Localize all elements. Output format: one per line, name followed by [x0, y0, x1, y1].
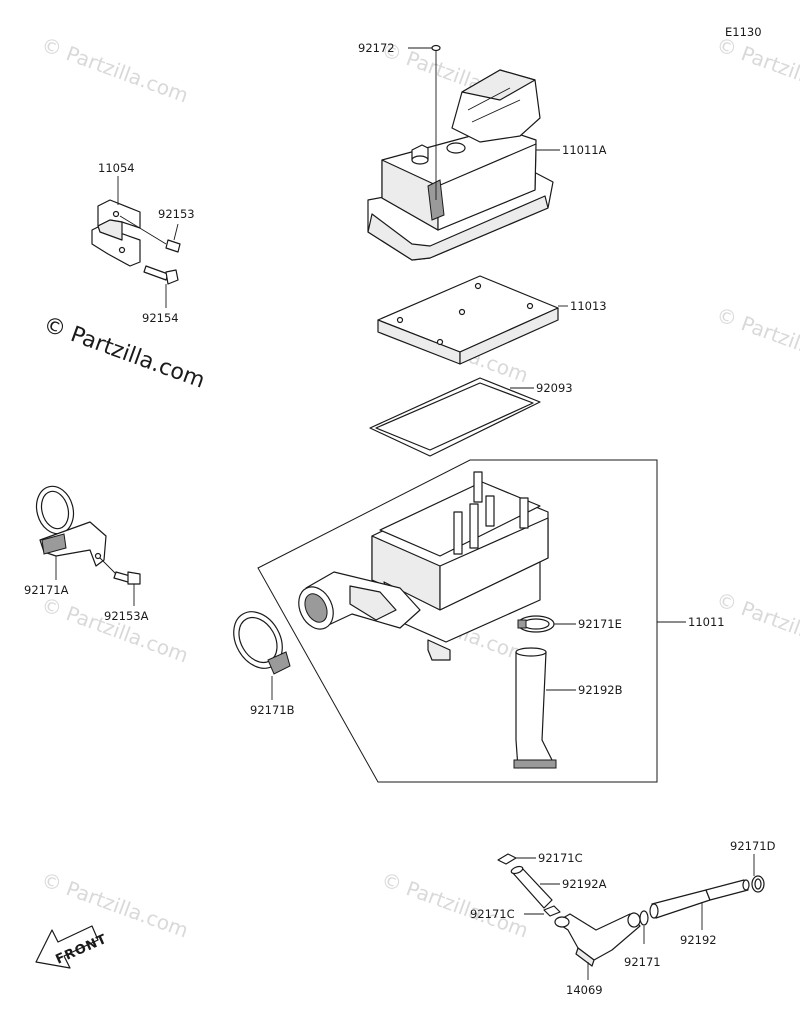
callout-11011A[interactable]: 11011A	[562, 143, 607, 157]
callout-11054[interactable]: 11054	[98, 161, 135, 175]
callout-92171A[interactable]: 92171A	[24, 583, 69, 597]
part-11011-case[interactable]	[371, 471, 549, 661]
part-92093-gasket[interactable]	[369, 377, 541, 457]
part-intake-tube[interactable]	[292, 571, 421, 635]
part-92171-clamp[interactable]	[639, 910, 649, 926]
part-92192B-drain-hose[interactable]	[513, 647, 557, 769]
diagram-code: E1130	[725, 25, 762, 39]
part-14069-elbow[interactable]	[554, 912, 641, 967]
callout-92171D[interactable]: 92171D	[730, 839, 776, 853]
part-92171E-clamp[interactable]	[517, 615, 555, 633]
callout-92153A[interactable]: 92153A	[104, 609, 149, 623]
case-group-frame	[257, 459, 658, 783]
callout-92153[interactable]: 92153	[158, 207, 195, 221]
callout-92093[interactable]: 92093	[536, 381, 573, 395]
watermark: © Partzilla.com	[713, 302, 800, 377]
callout-92154[interactable]: 92154	[142, 311, 179, 325]
watermark-main: © Partzilla.com	[40, 312, 208, 394]
part-92171D-clamp[interactable]	[751, 875, 765, 893]
part-92171C-clip-bottom[interactable]	[543, 905, 561, 917]
watermark: © Partzilla.com	[38, 867, 191, 942]
part-92172-screw[interactable]	[431, 44, 441, 63]
part-92192A-hose[interactable]	[510, 865, 553, 909]
watermark: © Partzilla.com	[713, 587, 800, 662]
callout-92192[interactable]: 92192	[680, 933, 717, 947]
part-92171B-clamp[interactable]	[224, 603, 292, 677]
part-92171A-clamp[interactable]	[31, 482, 107, 567]
callout-92171C-top[interactable]: 92171C	[538, 851, 583, 865]
callout-92171C-bottom[interactable]: 92171C	[470, 907, 515, 921]
part-92153-bolt[interactable]	[119, 215, 181, 253]
part-11013-filter[interactable]	[377, 275, 559, 365]
part-11011A-cover[interactable]	[367, 69, 554, 261]
callout-92192B[interactable]: 92192B	[578, 683, 623, 697]
front-direction-arrow: FRONT	[35, 925, 110, 969]
callout-11011[interactable]: 11011	[688, 615, 725, 629]
watermark: © Partzilla.com	[713, 32, 800, 107]
part-11054-bracket[interactable]	[91, 199, 141, 267]
callout-92171E[interactable]: 92171E	[578, 617, 622, 631]
callout-11013[interactable]: 11013	[570, 299, 607, 313]
watermark: © Partzilla.com	[38, 32, 191, 107]
part-92171C-clip-top[interactable]	[497, 853, 517, 865]
callout-92192A[interactable]: 92192A	[562, 877, 607, 891]
callout-92171B[interactable]: 92171B	[250, 703, 295, 717]
watermark: © Partzilla.com	[38, 592, 191, 667]
watermark: © Partzilla.com	[378, 867, 531, 942]
part-92153A-bolt[interactable]	[99, 557, 141, 585]
part-92154-bolt[interactable]	[143, 265, 179, 285]
part-92192-hose[interactable]	[649, 879, 750, 919]
callout-14069[interactable]: 14069	[566, 983, 603, 997]
callout-92171[interactable]: 92171	[624, 955, 661, 969]
callout-92172[interactable]: 92172	[358, 41, 395, 55]
